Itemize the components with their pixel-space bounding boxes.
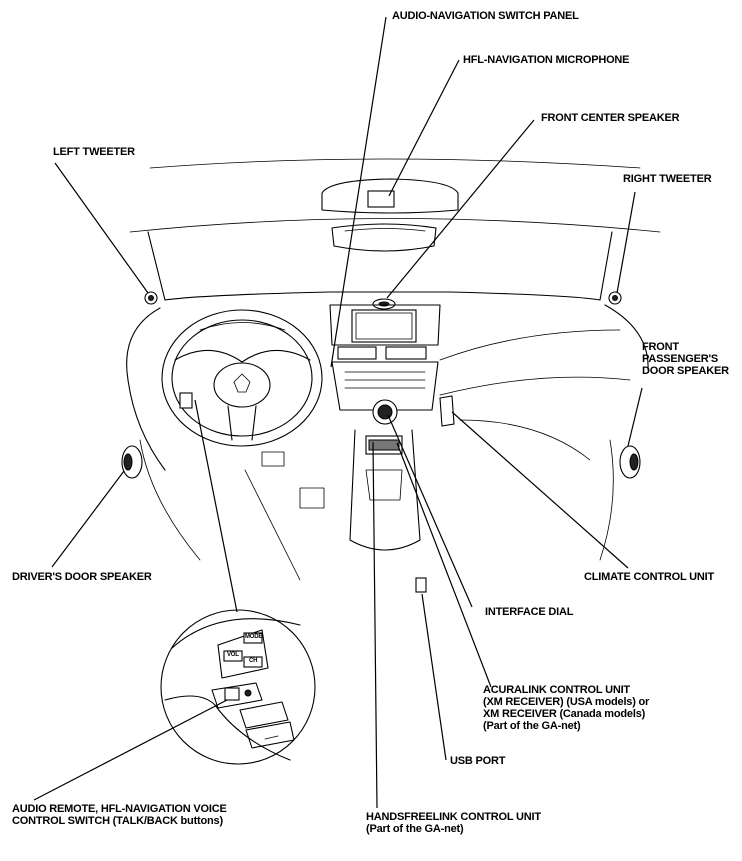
- left-tweeter-label: LEFT TWEETER: [53, 146, 135, 158]
- audio-remote-line-2: CONTROL SWITCH (TALK/BACK buttons): [12, 815, 223, 827]
- mode-button-label: MODE: [245, 634, 263, 640]
- climate-control-unit-part: [439, 395, 455, 427]
- front-center-speaker-part: [372, 298, 396, 310]
- handsfreelink-line-1: HANDSFREELINK CONTROL UNIT: [366, 811, 541, 823]
- drivers-door-speaker-label: DRIVER'S DOOR SPEAKER: [12, 571, 152, 583]
- passenger-door-speaker-part: [619, 445, 641, 479]
- acuralink-line-2: (XM RECEIVER) (USA models) or: [483, 696, 650, 708]
- drivers-door-speaker-part: [121, 445, 143, 479]
- pedals: [261, 451, 325, 509]
- audio-remote-line-1: AUDIO REMOTE, HFL-NAVIGATION VOICE: [12, 803, 227, 815]
- interface-dial-label: INTERFACE DIAL: [485, 606, 574, 618]
- usb-port-label: USB PORT: [450, 755, 506, 767]
- windshield-frame: [129, 158, 661, 301]
- audio-navigation-switch-panel-label: AUDIO-NAVIGATION SWITCH PANEL: [392, 10, 579, 22]
- vol-button-label: VOL: [227, 652, 239, 658]
- usb-port-part: [415, 577, 427, 593]
- front-passenger-door-speaker-label: FRONT PASSENGER'S DOOR SPEAKER: [642, 341, 729, 377]
- front-passenger-door-speaker-line-2: PASSENGER'S: [642, 353, 719, 365]
- front-center-speaker-label: FRONT CENTER SPEAKER: [541, 112, 680, 124]
- acuralink-line-3: XM RECEIVER (Canada models): [483, 708, 646, 720]
- rearview-mirror: [321, 178, 459, 252]
- handsfreelink-control-unit-label: HANDSFREELINK CONTROL UNIT (Part of the …: [366, 811, 541, 835]
- hfl-navigation-microphone-label: HFL-NAVIGATION MICROPHONE: [463, 54, 630, 66]
- front-passenger-door-speaker-line-3: DOOR SPEAKER: [642, 365, 729, 377]
- left-tweeter-part: [144, 291, 158, 305]
- right-tweeter-label: RIGHT TWEETER: [623, 173, 712, 185]
- climate-control-unit-label: CLIMATE CONTROL UNIT: [584, 571, 715, 583]
- acuralink-control-unit-label: ACURALINK CONTROL UNIT (XM RECEIVER) (US…: [483, 684, 649, 732]
- acuralink-line-4: (Part of the GA-net): [483, 720, 581, 732]
- leader-lines: [33, 16, 643, 809]
- right-tweeter-part: [608, 291, 622, 305]
- ch-button-label: CH: [249, 658, 258, 664]
- front-passenger-door-speaker-line-1: FRONT: [642, 341, 679, 353]
- switch-detail-inset: [160, 609, 316, 765]
- audio-remote-switch-label: AUDIO REMOTE, HFL-NAVIGATION VOICE CONTR…: [12, 803, 227, 827]
- center-stack: [329, 304, 441, 551]
- steering-wheel: [161, 309, 323, 447]
- acuralink-line-1: ACURALINK CONTROL UNIT: [483, 684, 630, 696]
- handsfreelink-line-2: (Part of the GA-net): [366, 823, 464, 835]
- dashboard: [126, 291, 649, 581]
